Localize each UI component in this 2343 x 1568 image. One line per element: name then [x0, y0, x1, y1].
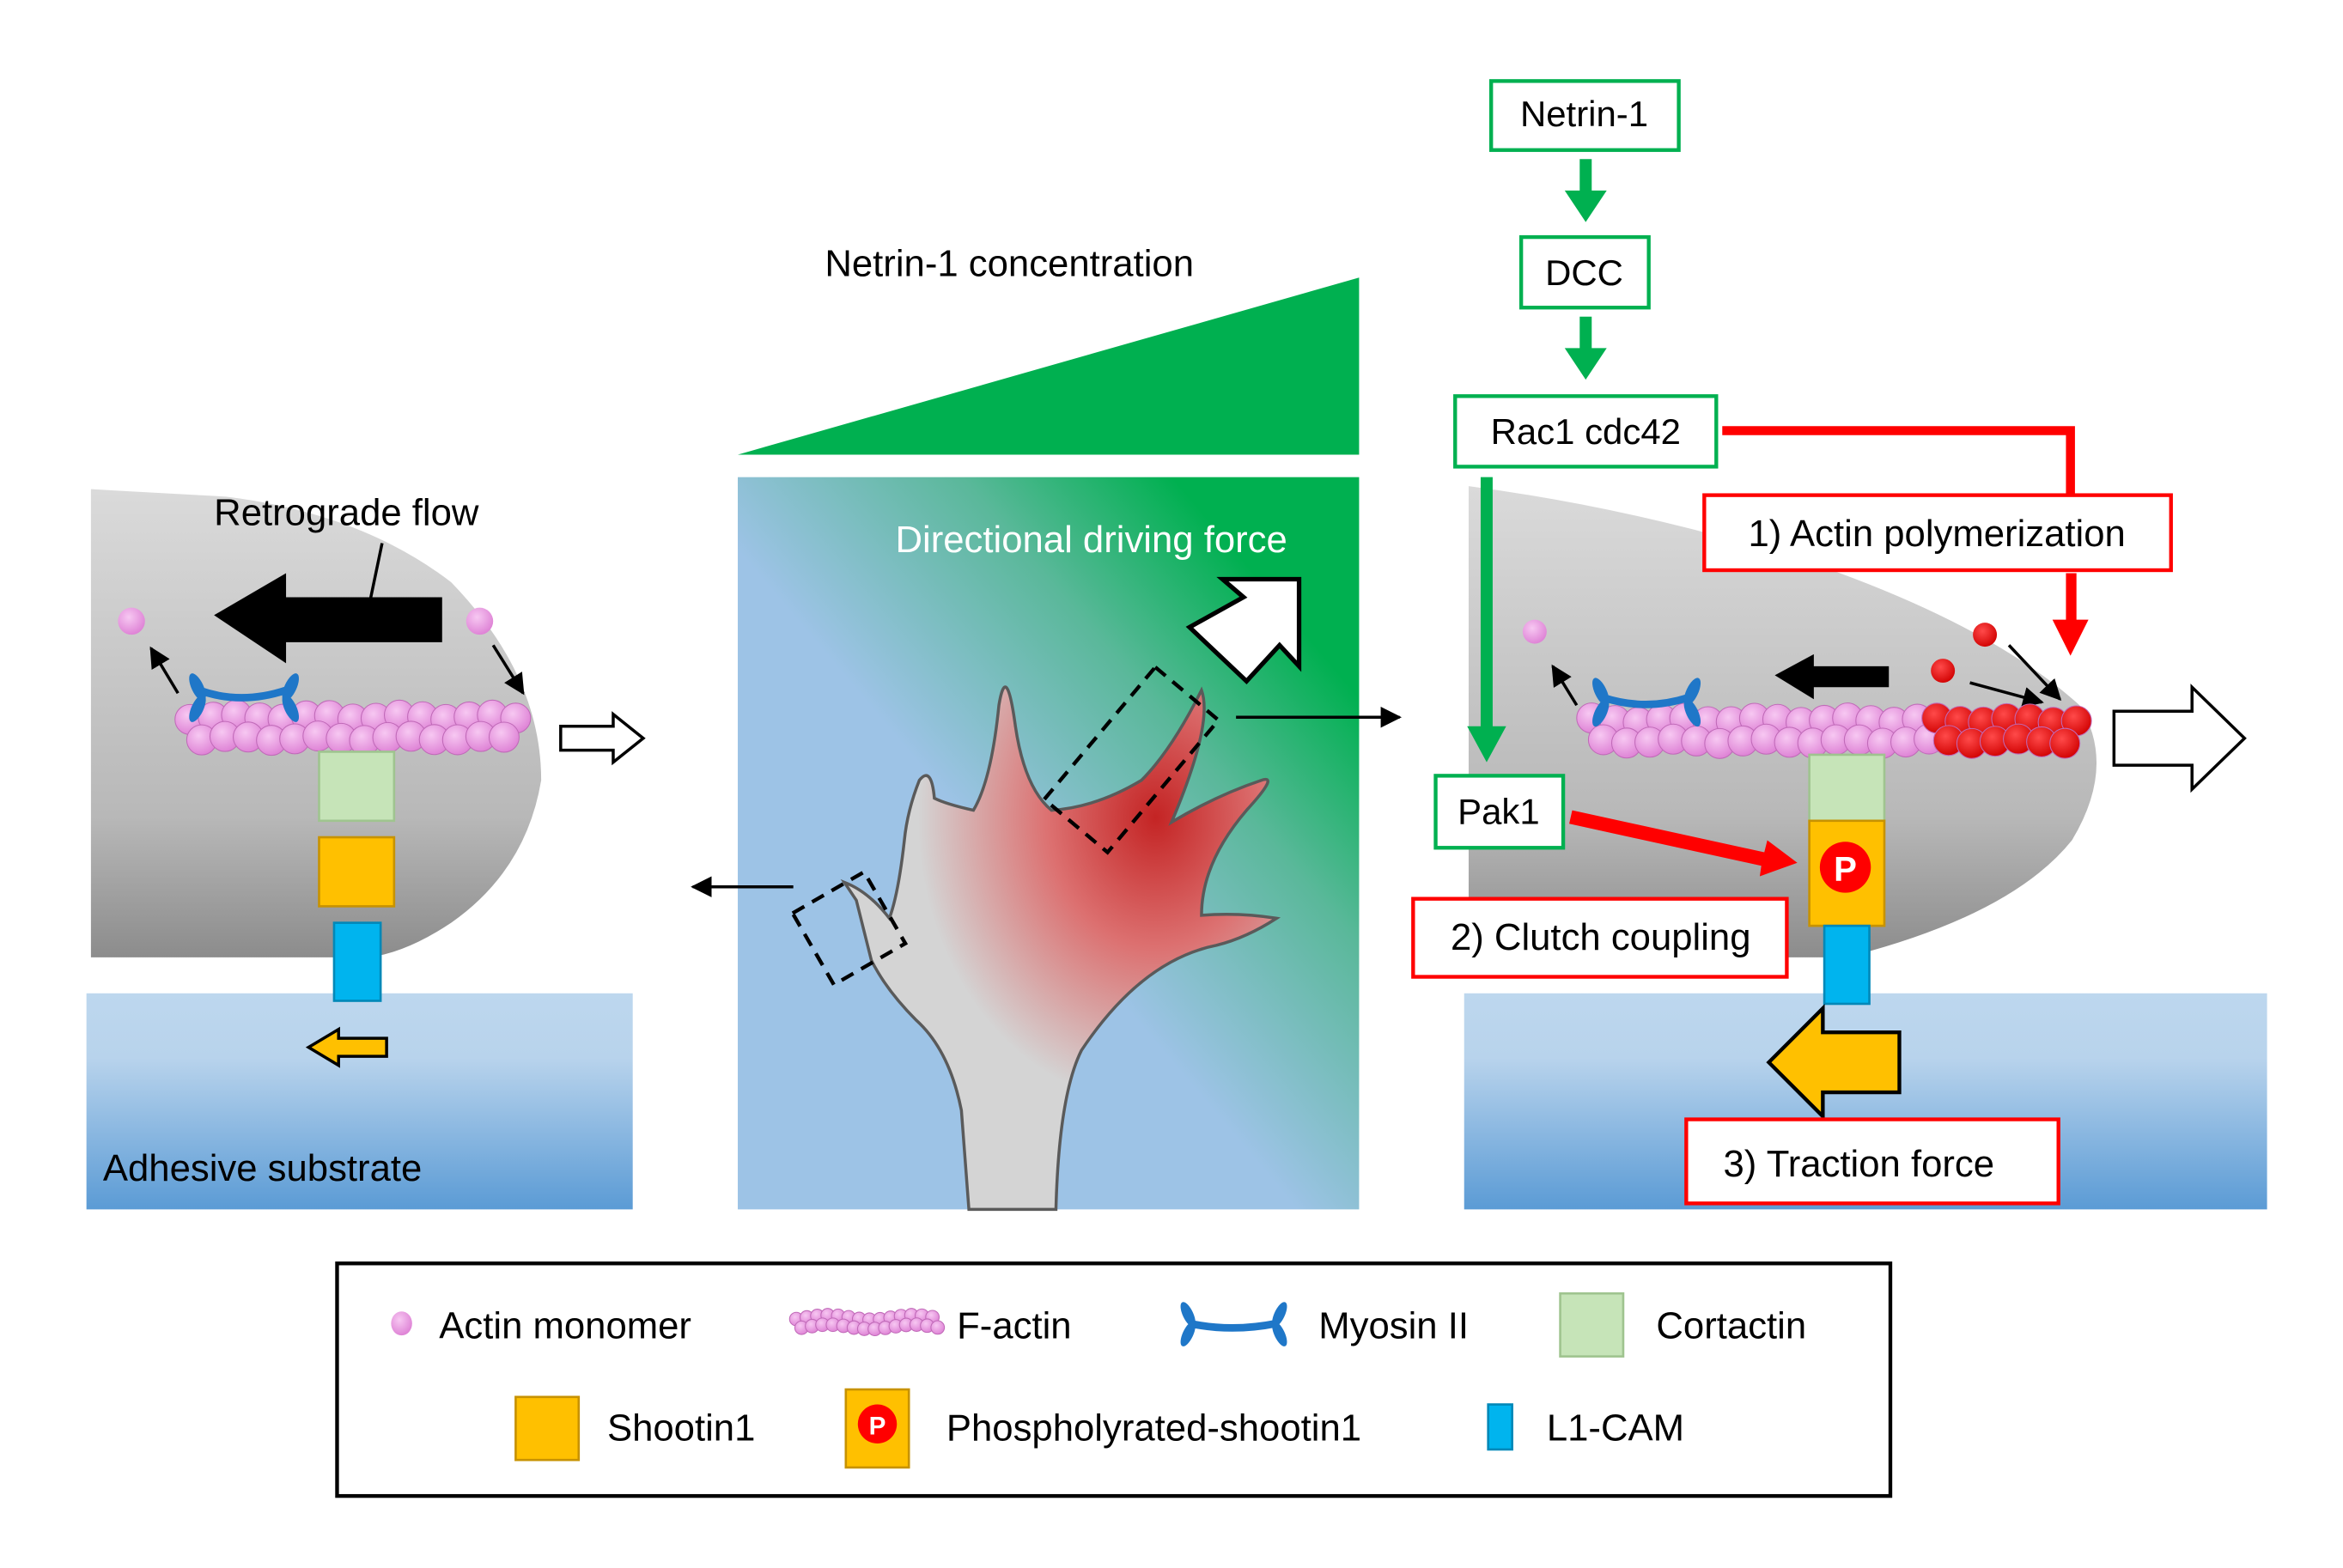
legend-item-phospho-shootin1: P Phospholyrated-shootin1: [844, 1388, 1361, 1469]
neuron-growth-cone: [840, 685, 1281, 1212]
depolymerize-arrow-icon: [149, 646, 180, 695]
cortactin-icon: [1559, 1291, 1625, 1358]
green-arrow-2-icon: [1564, 316, 1607, 380]
myosin-ii: [189, 673, 300, 722]
node-dcc: DCC: [1518, 234, 1651, 310]
svg-text:DCC: DCC: [1545, 252, 1623, 293]
actin-monomer: [118, 607, 145, 635]
green-arrow-to-pak1-icon: [1467, 477, 1506, 763]
retrograde-flow-small-arrow-icon: [1774, 653, 1890, 700]
zoom-box-rear: [789, 869, 909, 988]
red-monomer: [1973, 623, 1998, 647]
monomer-add-arrow-icon: [491, 644, 525, 696]
retrograde-flow-arrow-icon: [214, 573, 442, 664]
phospho-mark-icon: [1819, 842, 1871, 893]
svg-text:Myosin II: Myosin II: [1318, 1305, 1469, 1347]
actin-monomer-icon: [391, 1311, 412, 1336]
depolymerize-arrow-icon: [1551, 664, 1579, 707]
node-netrin-1: Netrin-1: [1489, 79, 1681, 152]
actin-bead: [488, 721, 520, 753]
legend-item-f-actin: F-actin: [788, 1305, 1072, 1347]
svg-text:Rac1 cdc42: Rac1 cdc42: [1491, 411, 1681, 452]
svg-text:Shootin1: Shootin1: [607, 1407, 755, 1449]
node-pak1: Pak1: [1433, 774, 1566, 850]
svg-text:Cortactin: Cortactin: [1656, 1305, 1806, 1347]
netrin-concentration-title: Netrin-1 concentration: [825, 243, 1194, 285]
directional-driving-force-label: Directional driving force: [895, 519, 1287, 561]
polymerizing-actin: [1921, 702, 2092, 759]
l1-cam: [1823, 924, 1871, 1006]
legend-item-myosin: Myosin II: [1180, 1302, 1469, 1347]
legend: Actin monomer F-actin Myosin II Cortacti…: [335, 1261, 1893, 1498]
red-monomer: [1931, 659, 1956, 684]
legend-item-cortactin: Cortactin: [1559, 1291, 1806, 1358]
f-actin-icon: [788, 1308, 946, 1337]
svg-text:3) Traction force: 3) Traction force: [1724, 1143, 1995, 1185]
adhesive-substrate-label: Adhesive substrate: [103, 1147, 422, 1189]
red-arrow-polymerization-icon: [2052, 573, 2089, 656]
step-traction-force: 3) Traction force: [1684, 1117, 2060, 1206]
svg-text:F-actin: F-actin: [957, 1305, 1071, 1347]
red-connector: [1722, 426, 2075, 495]
svg-text:2) Clutch coupling: 2) Clutch coupling: [1451, 916, 1751, 958]
netrin-gradient-wedge: [738, 277, 1360, 455]
cortactin: [1808, 753, 1886, 823]
step-actin-polymerization: 1) Actin polymerization: [1702, 493, 2173, 573]
legend-item-l1-cam: L1-CAM: [1487, 1403, 1684, 1451]
phospho-mark-text: P: [1834, 850, 1857, 889]
actin-bead: [930, 1320, 946, 1335]
red-arrow-pak1-icon: [1569, 810, 1798, 877]
phospho-mark-text: P: [869, 1412, 886, 1440]
phospho-mark-icon: [857, 1404, 898, 1443]
svg-text:Netrin-1: Netrin-1: [1520, 94, 1648, 134]
step-clutch-coupling: 2) Clutch coupling: [1411, 896, 1789, 979]
shootin1-icon: [514, 1395, 581, 1462]
shootin1: [318, 836, 396, 908]
right-panel: Netrin-1 DCC Rac1 cdc42 Pak1 1) Actin po…: [1411, 79, 2267, 1210]
svg-text:L1-CAM: L1-CAM: [1547, 1407, 1684, 1449]
slow-advance-arrow-icon: [559, 711, 646, 766]
driving-force-arrow-icon: [1185, 576, 1302, 685]
node-rac1-cdc42: Rac1 cdc42: [1453, 394, 1719, 469]
left-panel: Retrograde flow Adhesive substrate: [86, 489, 646, 1210]
f-actin-filament: [174, 699, 532, 757]
fast-advance-arrow-icon: [2112, 684, 2247, 793]
f-actin-filament: [1576, 702, 1945, 759]
adhesive-substrate: [86, 993, 633, 1210]
legend-item-shootin1: Shootin1: [514, 1395, 755, 1462]
myosin-ii: [1592, 678, 1701, 727]
legend-item-actin-monomer: Actin monomer: [391, 1305, 691, 1347]
svg-text:Actin monomer: Actin monomer: [439, 1305, 691, 1347]
svg-text:1) Actin polymerization: 1) Actin polymerization: [1748, 513, 2125, 555]
svg-text:Pak1: Pak1: [1458, 791, 1540, 831]
red-monomer-arrow-icon: [1969, 681, 2044, 708]
myosin-icon: [1180, 1302, 1287, 1346]
red-monomer-arrow-icon: [2007, 644, 2062, 702]
traction-force-arrow-icon: [1766, 1003, 1902, 1121]
zoom-box-front: [1041, 664, 1221, 855]
cortactin: [318, 751, 396, 823]
retrograde-flow-label: Retrograde flow: [214, 492, 479, 534]
actin-monomer: [1522, 619, 1547, 644]
small-traction-arrow-icon: [305, 1026, 388, 1068]
legend-box: [335, 1261, 1893, 1498]
actin-monomer: [466, 607, 494, 635]
green-arrow-1-icon: [1564, 159, 1607, 222]
center-panel: Netrin-1 concentration Directional drivi…: [691, 243, 1403, 1212]
svg-text:Phospholyrated-shootin1: Phospholyrated-shootin1: [946, 1407, 1361, 1449]
l1cam-icon: [1487, 1403, 1513, 1451]
red-actin-bead: [2049, 727, 2081, 759]
l1-cam: [332, 921, 382, 1002]
